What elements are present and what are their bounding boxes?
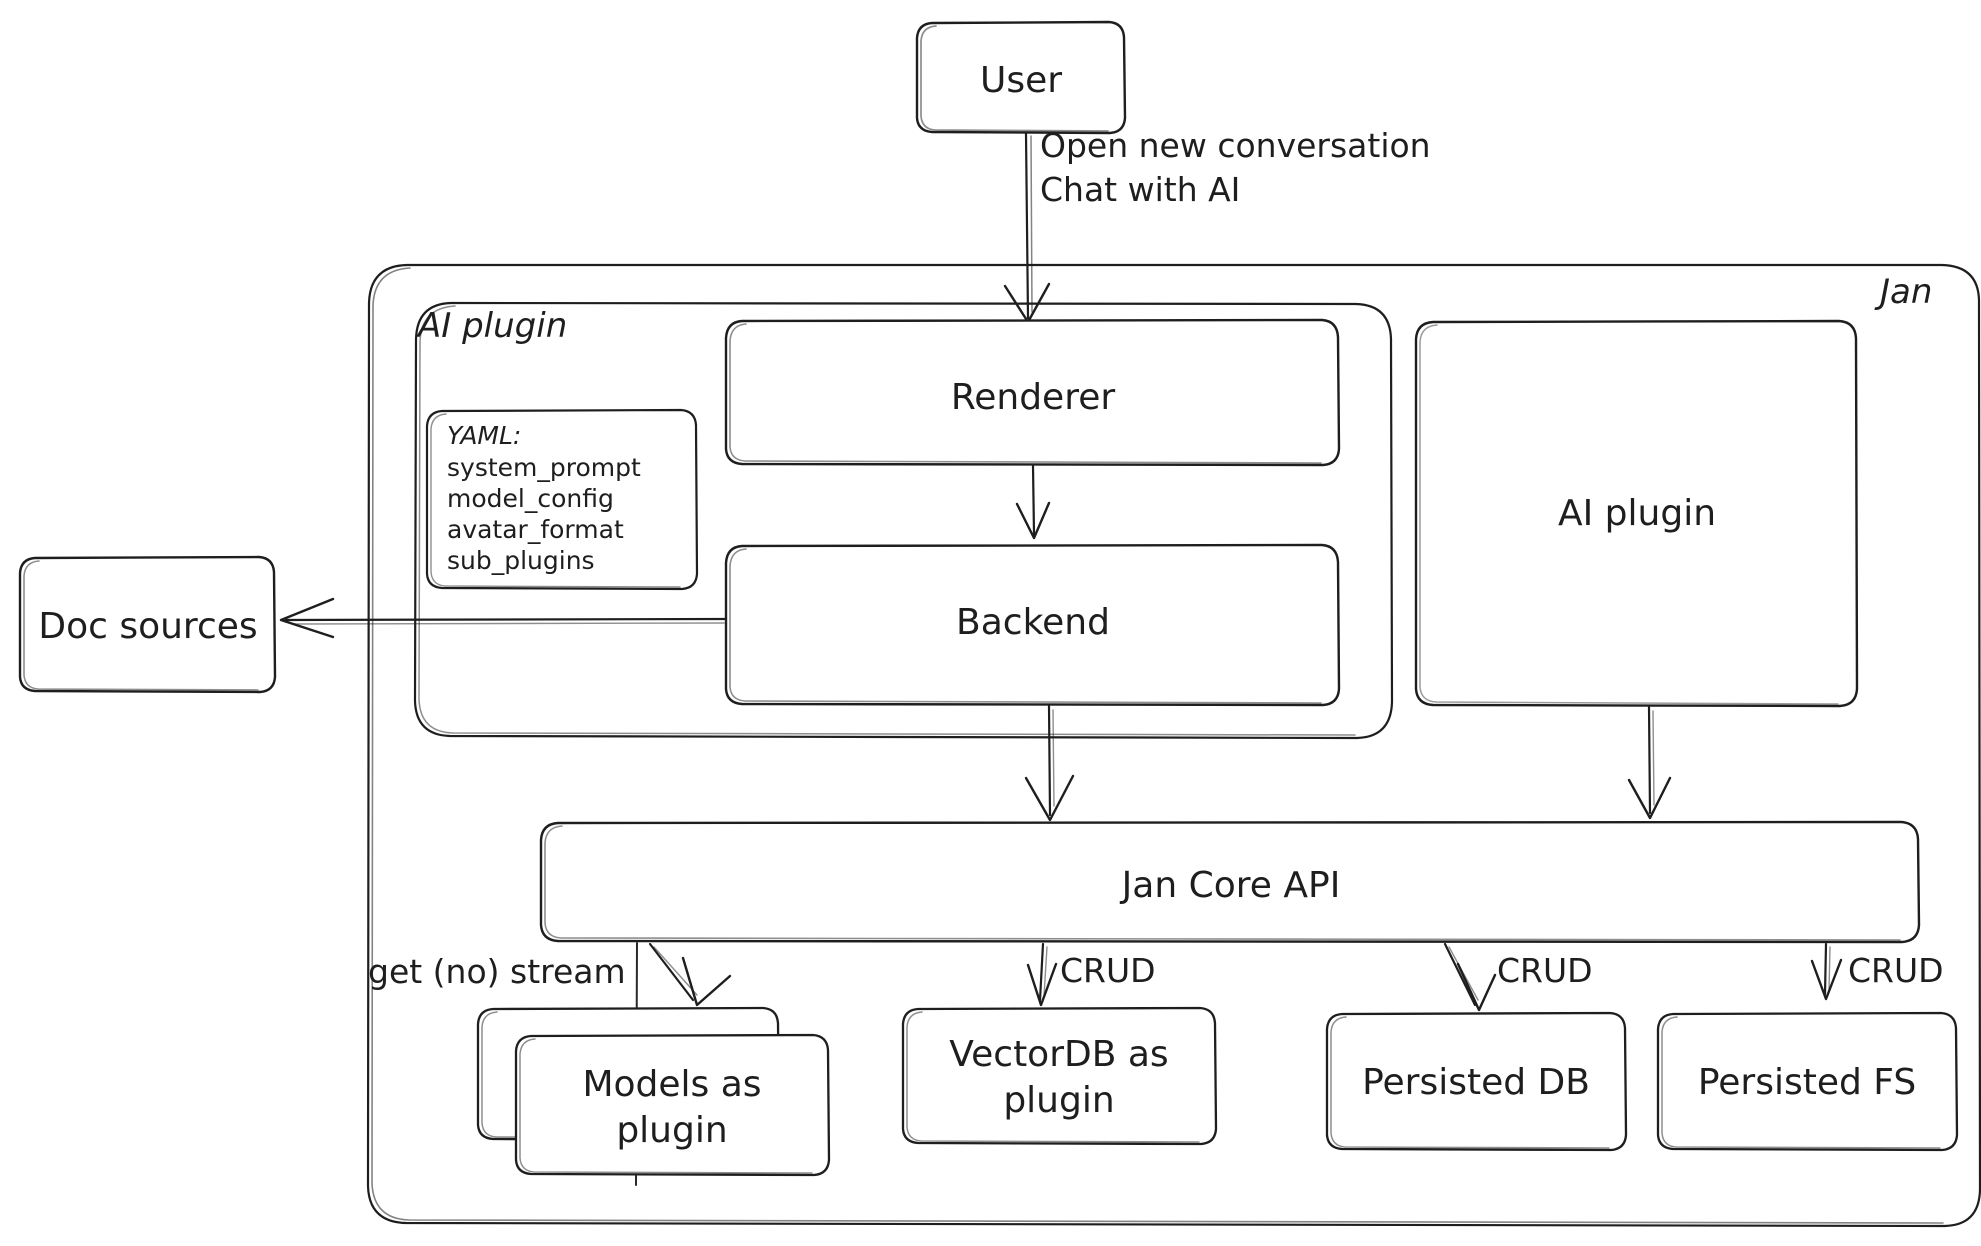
edge-label-crud-vectordb: CRUD <box>1060 951 1156 990</box>
node-label-jan-core-api: Jan Core API <box>1121 865 1341 906</box>
edge-jan-core-api-to-vectordb <box>1026 942 1058 1007</box>
edge-renderer-to-backend <box>1015 464 1051 540</box>
node-label-persisted-db: Persisted DB <box>1362 1062 1590 1103</box>
edge-jan-core-api-to-models <box>648 942 732 1007</box>
edge-label-get-no-stream: get (no) stream <box>368 952 626 991</box>
node-vectordb-as-plugin[interactable] <box>901 1006 1218 1146</box>
node-persisted-db[interactable] <box>1325 1011 1628 1152</box>
edge-backend-to-doc-sources <box>279 597 728 639</box>
node-doc-sources[interactable] <box>18 555 277 694</box>
node-ai-plugin[interactable] <box>1414 319 1859 708</box>
node-renderer[interactable] <box>724 318 1341 467</box>
node-jan-core-api[interactable] <box>539 820 1921 944</box>
container-jan[interactable] <box>366 263 1981 1228</box>
edge-label-open-new-conversation: Open new conversation <box>1040 126 1431 165</box>
node-label-doc-sources: Doc sources <box>38 606 258 647</box>
node-user[interactable] <box>915 20 1127 135</box>
yaml-item-model-config: model_config <box>447 484 614 513</box>
node-label-persisted-fs: Persisted FS <box>1697 1062 1917 1103</box>
node-label-renderer: Renderer <box>950 377 1116 418</box>
edge-label-crud-persisted-fs: CRUD <box>1848 951 1944 990</box>
yaml-item-sub-plugins: sub_plugins <box>447 546 595 575</box>
container-label-ai-plugin-group: AI plugin <box>418 306 568 346</box>
node-label-models-as-plugin-line1: Models as <box>582 1064 762 1105</box>
container-label-jan: Jan <box>1880 272 1933 312</box>
edge-label-chat-with-ai: Chat with AI <box>1040 170 1241 209</box>
edge-jan-core-api-to-persisted-db <box>1443 942 1497 1012</box>
container-ai-plugin-group[interactable] <box>413 301 1394 740</box>
node-label-vectordb-as-plugin-line1: VectorDB as <box>949 1034 1169 1075</box>
edge-label-crud-persisted-db: CRUD <box>1497 951 1593 990</box>
edge-jan-core-api-to-persisted-fs <box>1810 942 1843 1001</box>
node-yaml[interactable] <box>425 408 699 591</box>
yaml-item-avatar-format: avatar_format <box>447 515 624 544</box>
node-persisted-fs[interactable] <box>1656 1011 1959 1152</box>
node-backend[interactable] <box>724 543 1341 707</box>
edge-ai-plugin-to-jan-core-api <box>1627 705 1672 820</box>
node-label-backend: Backend <box>956 602 1110 643</box>
edge-backend-to-jan-core-api <box>1024 704 1075 822</box>
node-models-as-plugin[interactable] <box>514 1033 831 1177</box>
node-label-models-as-plugin-line2: plugin <box>616 1110 728 1151</box>
node-label-user: User <box>979 60 1063 101</box>
yaml-item-system-prompt: system_prompt <box>447 453 641 482</box>
node-label-ai-plugin: AI plugin <box>1557 493 1717 534</box>
yaml-header: YAML: <box>447 421 522 450</box>
node-label-vectordb-as-plugin-line2: plugin <box>1003 1080 1115 1121</box>
